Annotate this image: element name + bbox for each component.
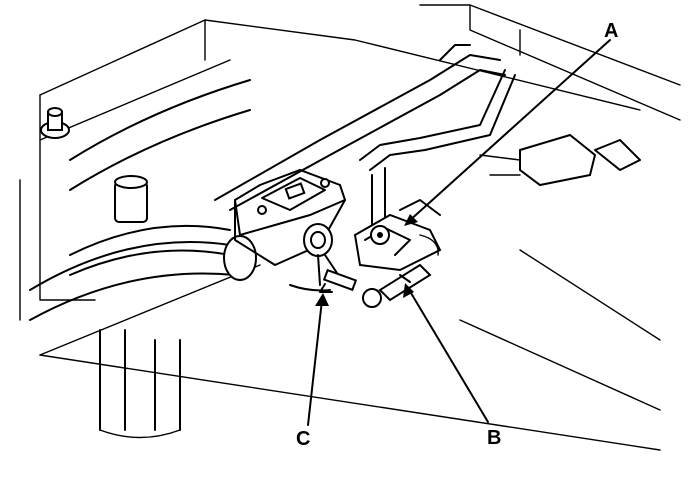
lever-mechanism <box>353 199 442 272</box>
pin-b <box>362 263 432 308</box>
adjuster-knob <box>289 223 358 293</box>
connector-right <box>479 133 641 187</box>
background-structure <box>19 4 681 451</box>
callout-leaders <box>307 39 611 426</box>
cable-routing <box>214 44 516 211</box>
linkage-rod <box>371 167 386 226</box>
cylinder-left <box>114 175 148 223</box>
main-hose <box>29 235 257 321</box>
callout-label-b: B <box>487 427 501 449</box>
callout-label-c: C <box>296 428 310 450</box>
hoses-left <box>69 79 251 439</box>
callout-label-a: A <box>604 20 618 42</box>
bolt-left <box>40 107 70 139</box>
